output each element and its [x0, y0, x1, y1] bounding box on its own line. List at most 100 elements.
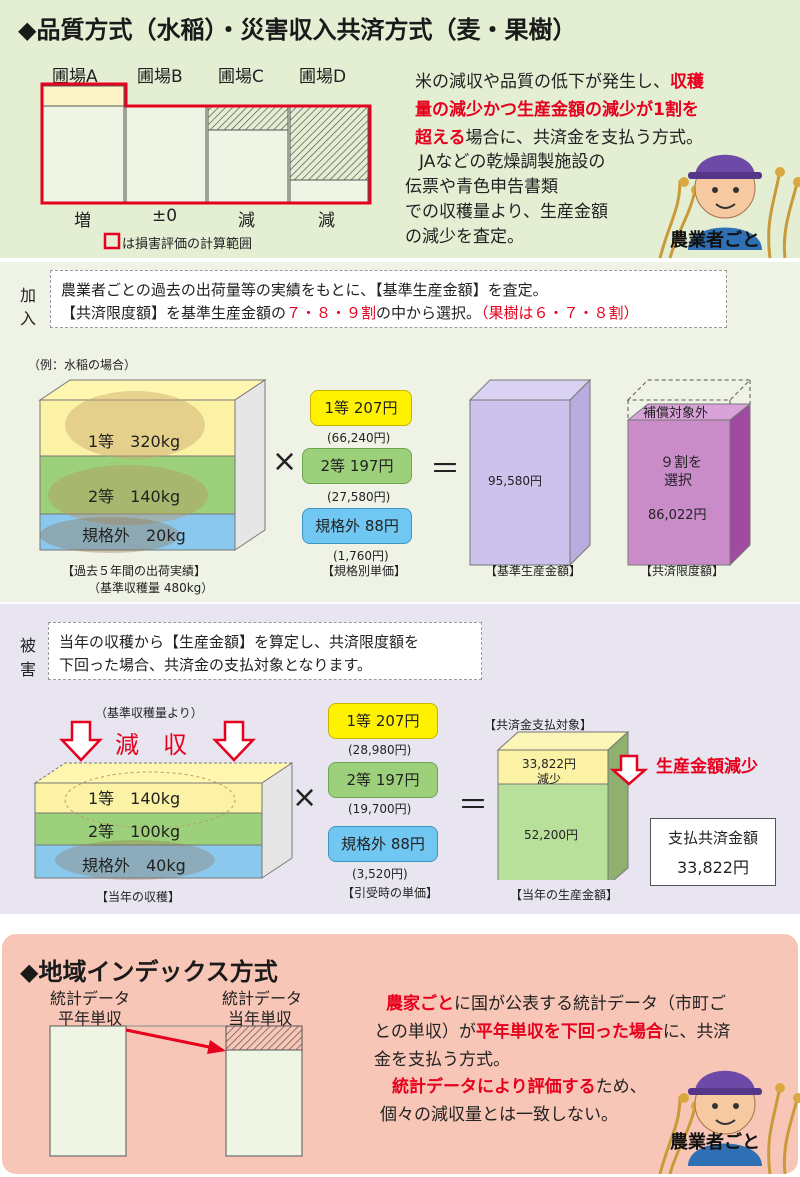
reduction-label: 減 収	[115, 731, 187, 759]
average-yield-label-1: 統計データ	[50, 989, 131, 1008]
payout-target-label: 【共済金支払対象】	[484, 718, 593, 732]
damage-multiply-sign: ×	[292, 780, 318, 815]
payout-amount-label: 支払共済金額	[667, 829, 758, 847]
field-a-result: 増	[74, 211, 91, 231]
select-label-2: 選択	[664, 473, 692, 489]
farmer-label-2: 農業者ごと	[670, 1132, 760, 1153]
grade2-price: 2等 197円	[302, 448, 412, 484]
past-grade2-label: 2等 140kg	[88, 487, 181, 506]
payout-amount-box: 支払共済金額 33,822円	[650, 818, 776, 886]
reduced-amount-value: 33,822円	[522, 757, 576, 771]
damage-grade1-subtotal: (28,980円)	[348, 743, 412, 757]
field-d-result: 減	[318, 211, 335, 231]
nonstandard-subtotal: (1,760円)	[333, 549, 389, 563]
current-harvest-diagram	[33, 720, 649, 880]
grade1-price: 1等 207円	[310, 390, 412, 426]
past-grade2-layer	[39, 455, 236, 515]
damage-nonstandard-price: 規格外 88円	[328, 826, 438, 862]
current-yield-label-2: 当年単収	[228, 1009, 293, 1028]
average-yield-bar	[49, 1025, 127, 1157]
assessment-description: JAなどの乾燥調製施設の 伝票や青色申告書類 での収穫量より、生産金額 の減少を…	[405, 152, 608, 247]
payout-amount-value: 33,822円	[677, 858, 749, 877]
regional-index-title: ◆地域インデックス方式	[20, 958, 278, 986]
farmer-illustration-2-icon	[658, 1070, 800, 1174]
damage-equals-sign: ＝	[458, 788, 488, 823]
field-d-loss	[289, 105, 369, 181]
quality-method-description: 米の減収や品質の低下が発生し、収穫 量の減少かつ生産金額の減少が1割を 超える場…	[415, 72, 704, 148]
legend-text: は損害評価の計算範囲	[122, 237, 253, 252]
current-yield-bar	[225, 1049, 303, 1157]
enrollment-line-1: 農業者ごとの過去の出荷量等の実績をもとに、【基準生産金額】を査定。	[61, 281, 548, 299]
limit-amount-box	[627, 419, 731, 566]
limit-amount-value: 86,022円	[648, 508, 707, 523]
down-arrow-left-icon	[59, 720, 103, 762]
damage-nonstandard-subtotal: (3,520円)	[352, 867, 408, 881]
farmer-label: 農業者ごと	[670, 230, 760, 251]
damage-side-label-2: 害	[20, 660, 37, 679]
current-harvest-caption: 【当年の収穫】	[96, 890, 181, 904]
field-d-label: 圃場D	[299, 67, 347, 87]
regional-index-description: 農家ごとに国が公表する統計データ（市町ご との単収）が平年単収を下回った場合に、…	[374, 994, 731, 1070]
current-production-caption: 【当年の生産金額】	[510, 888, 619, 902]
select-label-1: ９割を	[660, 455, 702, 471]
damage-grade2-price: 2等 197円	[328, 762, 438, 798]
damage-info-box: 当年の収穫から【生産金額】を算定し、共済限度額を 下回った場合、共済金の支払対象…	[48, 622, 482, 680]
reduced-amount-box	[497, 749, 609, 785]
production-amount-box	[497, 783, 609, 880]
current-grade2-label: 2等 100kg	[88, 822, 181, 841]
field-a-label: 圃場A	[52, 67, 98, 87]
current-grade1-layer	[34, 782, 263, 814]
damage-line-1: 当年の収穫から【生産金額】を算定し、共済限度額を	[59, 633, 420, 651]
base-amount-value: 95,580円	[488, 474, 542, 488]
current-nonstandard-label: 規格外 40kg	[82, 856, 186, 875]
grade1-subtotal: (66,240円)	[327, 431, 391, 445]
current-nonstandard-layer	[34, 844, 263, 879]
nonstandard-price: 規格外 88円	[302, 508, 412, 544]
enrollment-line-2: 【共済限度額】を基準生産金額の７・８・９割の中から選択。（果樹は６・７・８割）	[61, 304, 639, 322]
unit-price-caption: 【規格別単価】	[322, 564, 407, 578]
past-nonstandard-label: 規格外 20kg	[82, 526, 186, 545]
production-amount-value: 52,200円	[524, 828, 578, 842]
legend-red-box	[103, 232, 121, 250]
limit-amount-caption: 【共済限度額】	[640, 564, 725, 578]
past-grade1-label: 1等 320kg	[88, 432, 181, 451]
base-amount-box	[469, 399, 571, 566]
field-c-bar	[207, 129, 289, 203]
damage-line-2: 下回った場合、共済金の支払対象となります。	[59, 656, 373, 674]
base-harvest-caption: （基準収穫量 480kg）	[88, 581, 214, 595]
damage-grade2-subtotal: (19,700円)	[348, 802, 412, 816]
from-base-label: （基準収穫量より）	[95, 706, 203, 720]
field-c-label: 圃場C	[218, 67, 264, 87]
enrollment-side-label-2: 入	[20, 309, 37, 328]
field-b-result: ±0	[152, 206, 178, 226]
quality-method-title: ◆品質方式（水稲）・災害収入共済方式（麦・果樹）	[18, 16, 577, 44]
past-grade1-layer	[39, 399, 236, 457]
field-b-bar	[125, 105, 207, 203]
acceptance-price-caption: 【引受時の単価】	[342, 886, 439, 900]
past-shipments-caption: 【過去５年間の出荷実績】	[62, 564, 207, 578]
field-a-surplus	[41, 85, 125, 107]
current-yield-label-1: 統計データ	[222, 989, 303, 1008]
yield-comparison-diagram	[49, 1025, 303, 1157]
enrollment-side-label-1: 加	[20, 286, 37, 305]
field-a-bar	[41, 105, 125, 203]
reduced-amount-label: 減少	[537, 772, 562, 786]
decrease-arrow-icon	[609, 754, 649, 786]
field-c-result: 減	[238, 211, 255, 231]
base-amount-caption: 【基準生産金額】	[485, 564, 582, 578]
current-grade2-layer	[34, 812, 263, 846]
field-d-bar	[289, 179, 369, 203]
regional-index-note: 統計データにより評価するため、 個々の減収量とは一致しない。	[380, 1077, 647, 1125]
base-amount-diagram	[38, 378, 752, 567]
assessment-range-outline	[40, 82, 372, 205]
average-yield-label-2: 平年単収	[58, 1009, 123, 1028]
production-decrease-label: 生産金額減少	[656, 757, 758, 777]
damage-grade1-price: 1等 207円	[328, 703, 438, 739]
down-arrow-right-icon	[212, 720, 256, 762]
current-grade1-label: 1等 140kg	[88, 789, 181, 808]
equals-sign: ＝	[430, 452, 460, 487]
field-c-loss	[207, 105, 289, 131]
grade2-subtotal: (27,580円)	[327, 490, 391, 504]
multiply-sign: ×	[272, 444, 298, 479]
regional-index-section	[2, 934, 798, 1174]
